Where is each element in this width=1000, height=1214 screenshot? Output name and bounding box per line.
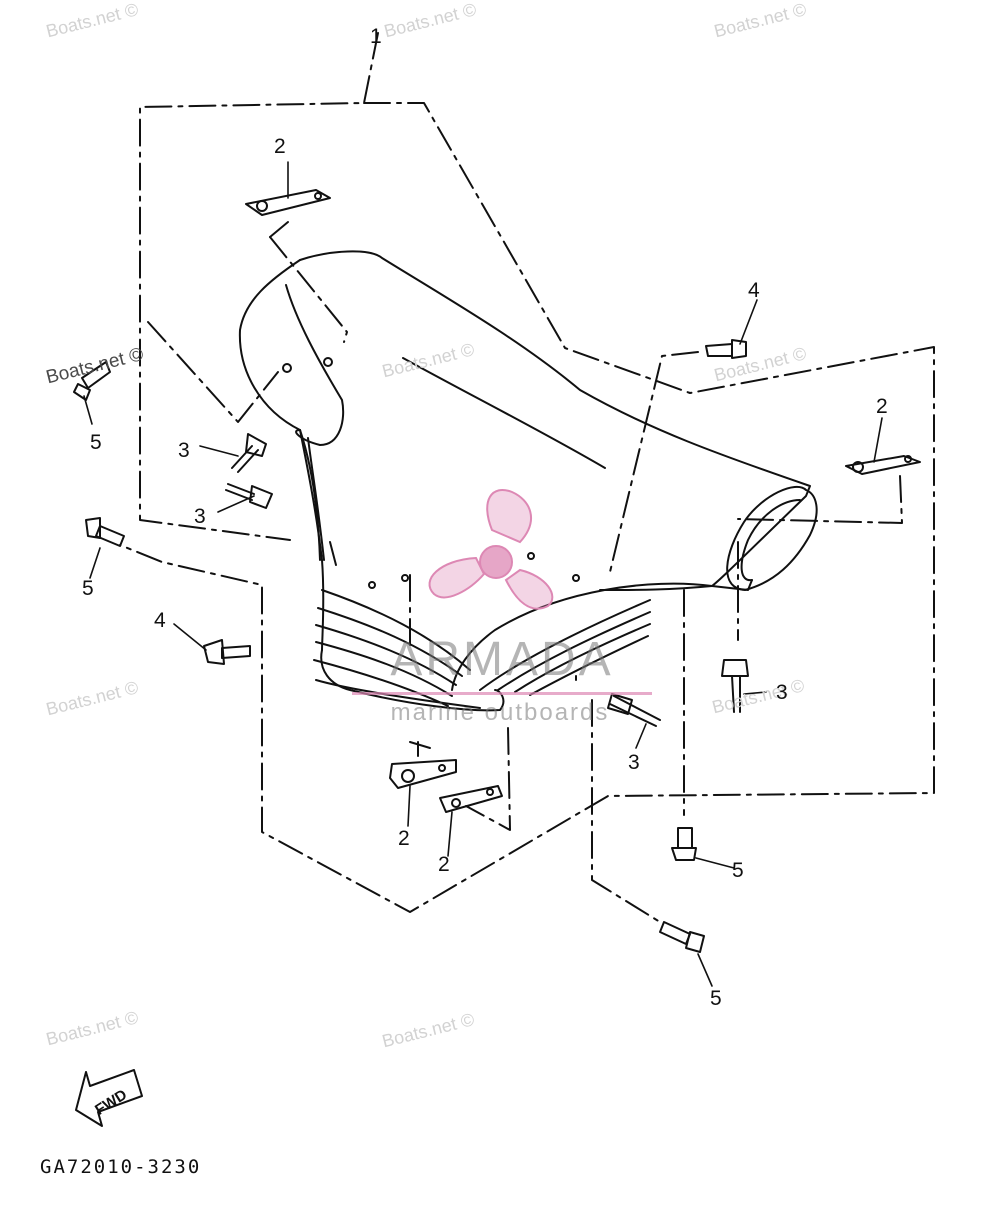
- callout-1: 1: [370, 25, 382, 48]
- screw-part-5-right: [671, 827, 697, 861]
- callout-2: 2: [876, 395, 888, 418]
- fwd-arrow: [75, 1069, 143, 1127]
- rivet-part-3: [231, 433, 267, 473]
- callout-5: 5: [710, 987, 722, 1010]
- screw-part-5-bottom: [659, 921, 705, 953]
- brand-propeller-logo: [428, 489, 554, 610]
- screw-part-5-mid: [85, 517, 125, 547]
- part-code: GA72010-3230: [40, 1156, 202, 1178]
- rivet-part-3-right: [721, 659, 749, 713]
- leader-lines: [83, 161, 883, 987]
- callout-4: 4: [154, 609, 166, 632]
- cowling-body: [238, 250, 818, 712]
- clip-part-2-right: [845, 455, 921, 475]
- brand-divider: [352, 692, 652, 695]
- callout-3: 3: [178, 439, 190, 462]
- brand-name: ARMADA: [390, 633, 614, 686]
- rivet-part-3-lower: [225, 483, 273, 509]
- callout-5: 5: [732, 859, 744, 882]
- clip-part-2: [245, 189, 331, 216]
- callout-3: 3: [776, 681, 788, 704]
- callout-2: 2: [274, 135, 286, 158]
- callout-3: 3: [194, 505, 206, 528]
- callout-3: 3: [628, 751, 640, 774]
- assembly-outline-dashed: [119, 32, 935, 923]
- brand-tagline: marine outboards: [390, 699, 610, 726]
- callout-5: 5: [90, 431, 102, 454]
- clip-part-2-bottom-right: [439, 785, 503, 813]
- clip-part-2-bottom-left: [389, 759, 457, 789]
- callout-4: 4: [748, 279, 760, 302]
- callout-5: 5: [82, 577, 94, 600]
- rivet-part-3-center: [607, 693, 661, 727]
- bolt-part-4-left: [203, 639, 251, 665]
- callout-2: 2: [438, 853, 450, 876]
- screw-part-5: [73, 361, 111, 401]
- callout-2: 2: [398, 827, 410, 850]
